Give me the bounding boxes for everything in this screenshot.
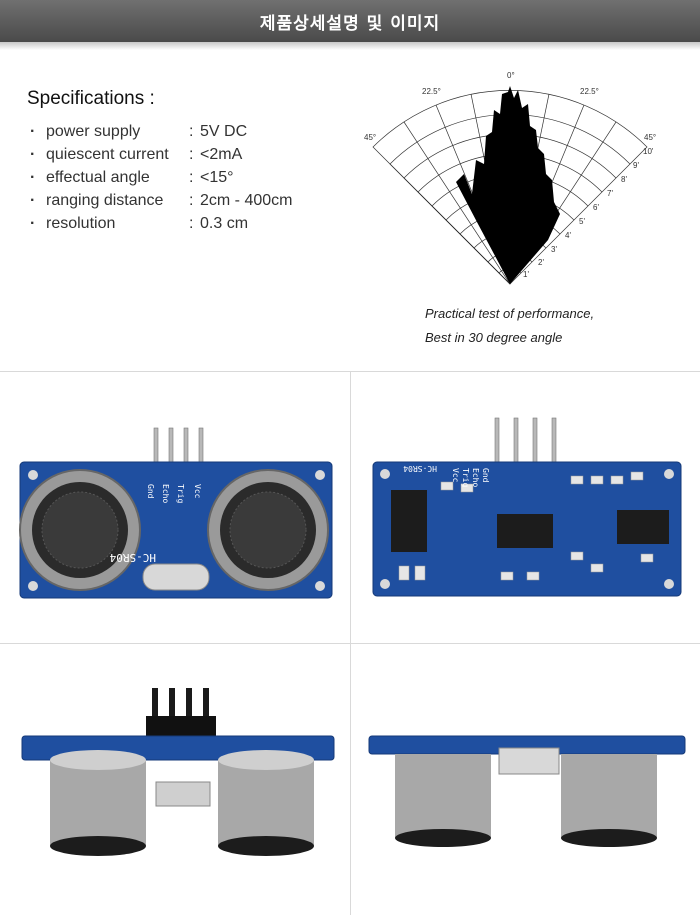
model-label: HC-SR04 bbox=[109, 551, 156, 564]
spec-row: · power supply : 5V DC bbox=[30, 120, 292, 143]
range-label: 4' bbox=[565, 231, 571, 240]
transducer-right bbox=[207, 469, 329, 591]
range-label: 2' bbox=[538, 258, 544, 267]
spec-label: effectual angle bbox=[46, 168, 150, 186]
pin-label-vcc: Vcc bbox=[451, 468, 460, 483]
pin-label-echo: Echo bbox=[161, 484, 170, 503]
range-label: 6' bbox=[593, 203, 599, 212]
model-label: HC-SR04 bbox=[403, 464, 437, 473]
ic-chip bbox=[497, 514, 553, 548]
angle-label-22-right: 22.5° bbox=[580, 87, 599, 96]
header-shadow bbox=[0, 42, 700, 50]
range-label: 10' bbox=[643, 147, 654, 156]
crystal-oscillator bbox=[142, 563, 210, 591]
range-label: 8' bbox=[621, 175, 627, 184]
spec-panel: Specifications : · power supply : 5V DC … bbox=[0, 50, 700, 372]
page-header: 제품상세설명 및 이미지 bbox=[0, 0, 700, 42]
spec-list: · power supply : 5V DC · quiescent curre… bbox=[30, 120, 292, 235]
photo-angled-front-view bbox=[0, 644, 349, 915]
diagram-caption-line2: Best in 30 degree angle bbox=[425, 330, 563, 345]
ic-chip bbox=[617, 510, 669, 544]
spec-colon: : bbox=[189, 145, 194, 163]
mount-hole bbox=[664, 469, 674, 479]
spec-row: · quiescent current : <2mA bbox=[30, 143, 292, 166]
header-pins bbox=[152, 688, 209, 728]
spec-value: 0.3 cm bbox=[200, 214, 249, 232]
spec-bullet: · bbox=[30, 214, 36, 232]
transducer-left bbox=[50, 750, 146, 856]
diagram-caption-line1: Practical test of performance, bbox=[425, 306, 595, 321]
beam-pattern-diagram: 0° 22.5° 22.5° 45° 45° 1' 2' 3' 4' 5' 6'… bbox=[364, 71, 656, 285]
sensor-front-illustration: Gnd Echo Trig Vcc HC-SR04 bbox=[19, 427, 333, 599]
photo-front-view: Gnd Echo Trig Vcc HC-SR04 bbox=[0, 372, 349, 643]
angle-label-45-left: 45° bbox=[364, 133, 376, 142]
spec-colon: : bbox=[189, 214, 194, 232]
mount-hole bbox=[380, 469, 390, 479]
crystal-oscillator bbox=[498, 747, 560, 775]
header-pins bbox=[494, 417, 557, 465]
spec-label: ranging distance bbox=[46, 191, 164, 209]
header-pins bbox=[153, 427, 204, 465]
transducer-right bbox=[218, 750, 314, 856]
smd-components bbox=[398, 471, 654, 581]
mount-hole bbox=[380, 579, 390, 589]
angle-label-0: 0° bbox=[507, 71, 515, 80]
sensor-angled-back-illustration bbox=[368, 735, 686, 847]
page-title: 제품상세설명 및 이미지 bbox=[259, 13, 441, 34]
spec-bullet: · bbox=[30, 191, 36, 209]
range-label: 5' bbox=[579, 217, 585, 226]
pin-label-trig: Trig bbox=[461, 468, 470, 487]
transducer-left bbox=[395, 754, 491, 847]
spec-label: resolution bbox=[46, 214, 116, 232]
spec-value: <15° bbox=[200, 168, 234, 186]
spec-value: 2cm - 400cm bbox=[200, 191, 293, 209]
spec-label: quiescent current bbox=[46, 145, 169, 163]
photo-angled-back-view bbox=[351, 644, 700, 915]
mount-hole bbox=[315, 581, 325, 591]
pin-label-vcc: Vcc bbox=[193, 484, 202, 499]
spec-bullet: · bbox=[30, 122, 36, 140]
pin-label-gnd: Gnd bbox=[146, 484, 155, 499]
mount-hole bbox=[28, 581, 38, 591]
range-label: 7' bbox=[607, 189, 613, 198]
transducer-right bbox=[561, 754, 657, 847]
spec-colon: : bbox=[189, 122, 194, 140]
spec-title: Specifications : bbox=[27, 88, 155, 109]
range-label: 1' bbox=[523, 270, 529, 279]
spec-colon: : bbox=[189, 191, 194, 209]
angle-label-22-left: 22.5° bbox=[422, 87, 441, 96]
spec-row: · resolution : 0.3 cm bbox=[30, 212, 292, 235]
crystal-oscillator bbox=[155, 781, 211, 807]
beam-measurement-fill bbox=[456, 86, 560, 284]
pin-label-echo: Echo bbox=[471, 468, 480, 487]
range-label: 3' bbox=[551, 245, 557, 254]
spec-label: power supply bbox=[46, 122, 141, 140]
transducer-left bbox=[19, 469, 141, 591]
spec-bullet: · bbox=[30, 145, 36, 163]
sensor-back-illustration: Gnd Echo Trig Vcc HC-SR04 bbox=[372, 417, 682, 597]
range-label: 9' bbox=[633, 161, 639, 170]
photo-back-view: Gnd Echo Trig Vcc HC-SR04 bbox=[351, 372, 700, 643]
spec-value: <2mA bbox=[200, 145, 243, 163]
spec-row: · ranging distance : 2cm - 400cm bbox=[30, 189, 292, 212]
spec-value: 5V DC bbox=[200, 122, 248, 140]
ic-chip bbox=[391, 490, 427, 552]
sensor-angled-front-illustration bbox=[21, 688, 335, 856]
angle-label-45-right: 45° bbox=[644, 133, 656, 142]
mount-hole bbox=[664, 579, 674, 589]
spec-bullet: · bbox=[30, 168, 36, 186]
mount-hole bbox=[28, 470, 38, 480]
pin-label-trig: Trig bbox=[176, 484, 185, 503]
photo-grid-divider-horizontal bbox=[0, 643, 700, 644]
pin-label-gnd: Gnd bbox=[481, 468, 490, 483]
mount-hole bbox=[315, 470, 325, 480]
spec-row: · effectual angle : <15° bbox=[30, 166, 292, 189]
spec-colon: : bbox=[189, 168, 194, 186]
